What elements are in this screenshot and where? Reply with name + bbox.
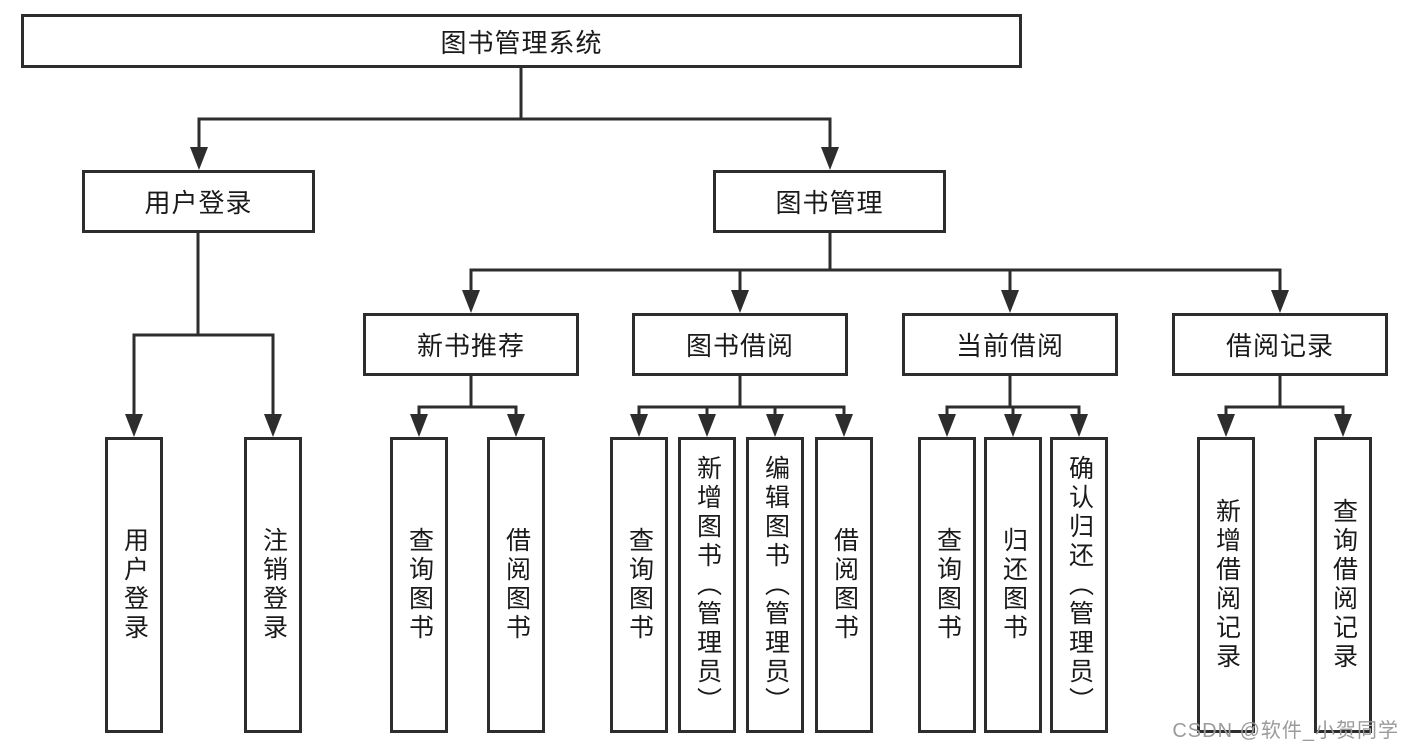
leaf-bb-edit-books-admin: 编辑图书（管理员）	[746, 437, 804, 733]
node-system-root: 图书管理系统	[21, 14, 1022, 68]
leaf-br-add-record: 新增借阅记录	[1197, 437, 1255, 733]
node-label: 新增借阅记录	[1212, 498, 1241, 672]
leaf-cb-return-books: 归还图书	[984, 437, 1042, 733]
node-borrow-records: 借阅记录	[1172, 313, 1388, 376]
connector-root-to-level2	[190, 66, 839, 170]
arrowhead-icon	[1070, 414, 1088, 437]
leaf-br-query-record: 查询借阅记录	[1314, 437, 1372, 733]
node-label: 借阅图书	[502, 527, 531, 643]
node-label: 当前借阅	[955, 331, 1064, 361]
arrowhead-icon	[835, 414, 853, 437]
node-label: 归还图书	[999, 527, 1028, 643]
connector-current-borrow-children	[938, 374, 1088, 437]
arrowhead-icon	[264, 414, 282, 437]
leaf-bb-borrow-books: 借阅图书	[815, 437, 873, 733]
arrowhead-icon	[1001, 290, 1019, 313]
connector-borrow-records-children	[1217, 374, 1352, 437]
node-label: 新书推荐	[416, 331, 525, 361]
node-user-login: 用户登录	[82, 170, 315, 233]
leaf-nb-query-books: 查询图书	[390, 437, 448, 733]
node-label: 查询借阅记录	[1329, 498, 1358, 672]
node-label: 编辑图书（管理员）	[761, 454, 790, 716]
arrowhead-icon	[190, 147, 208, 170]
arrowhead-icon	[1004, 414, 1022, 437]
arrowhead-icon	[410, 414, 428, 437]
connector-user-login-children	[125, 231, 282, 437]
node-label: 借阅图书	[830, 527, 859, 643]
node-book-borrow: 图书借阅	[632, 313, 848, 376]
csdn-watermark: CSDN @软件_小贺同学	[1172, 720, 1399, 742]
arrowhead-icon	[507, 414, 525, 437]
node-label: 查询图书	[405, 527, 434, 643]
node-label: 查询图书	[625, 527, 654, 643]
arrowhead-icon	[125, 414, 143, 437]
arrowhead-icon	[630, 414, 648, 437]
node-label: 用户登录	[120, 527, 149, 643]
connector-book-mgmt-children	[462, 231, 1289, 313]
node-label: 用户登录	[144, 188, 253, 218]
node-label: 确认归还（管理员）	[1065, 454, 1094, 716]
connector-new-books-children	[410, 374, 525, 437]
node-label: 图书借阅	[685, 331, 794, 361]
leaf-cb-query-books: 查询图书	[918, 437, 976, 733]
leaf-bb-add-books-admin: 新增图书（管理员）	[678, 437, 736, 733]
leaf-logout: 注销登录	[244, 437, 302, 733]
arrowhead-icon	[821, 147, 839, 170]
leaf-user-login: 用户登录	[105, 437, 163, 733]
arrowhead-icon	[698, 414, 716, 437]
arrowhead-icon	[766, 414, 784, 437]
node-label: 图书管理系统	[440, 27, 603, 58]
arrowhead-icon	[1334, 414, 1352, 437]
arrowhead-icon	[731, 290, 749, 313]
node-label: 注销登录	[259, 527, 288, 643]
node-new-book-recommend: 新书推荐	[363, 313, 579, 376]
connector-book-borrow-children	[630, 374, 853, 437]
arrowhead-icon	[938, 414, 956, 437]
node-label: 图书管理	[775, 188, 884, 218]
node-label: 新增图书（管理员）	[693, 454, 722, 716]
node-book-management: 图书管理	[713, 170, 946, 233]
node-label: 借阅记录	[1225, 331, 1334, 361]
arrowhead-icon	[462, 290, 480, 313]
arrowhead-icon	[1217, 414, 1235, 437]
node-current-borrow: 当前借阅	[902, 313, 1118, 376]
leaf-bb-query-books: 查询图书	[610, 437, 668, 733]
arrowhead-icon	[1271, 290, 1289, 313]
leaf-nb-borrow-books: 借阅图书	[487, 437, 545, 733]
leaf-cb-confirm-return-admin: 确认归还（管理员）	[1050, 437, 1108, 733]
node-label: 查询图书	[933, 527, 962, 643]
